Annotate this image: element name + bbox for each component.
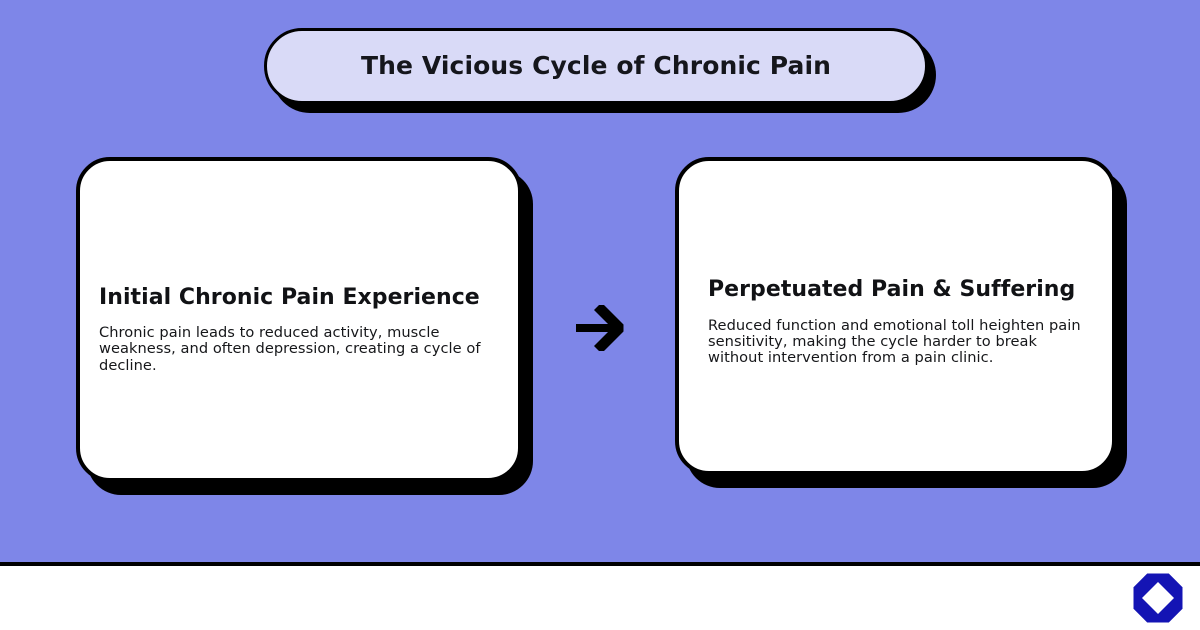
flow-step-card-2-content: Perpetuated Pain & Suffering Reduced fun… xyxy=(708,277,1094,367)
page-title-pill: The Vicious Cycle of Chronic Pain xyxy=(264,28,928,104)
flow-step-card-2-heading: Perpetuated Pain & Suffering xyxy=(708,277,1076,303)
flow-step-card-1-heading: Initial Chronic Pain Experience xyxy=(99,284,480,310)
flow-connector xyxy=(568,296,632,360)
flow-step-card-2: Perpetuated Pain & Suffering Reduced fun… xyxy=(675,157,1116,475)
footer-bar xyxy=(0,566,1200,630)
page-title: The Vicious Cycle of Chronic Pain xyxy=(360,51,832,81)
octagon-diamond-logo-icon xyxy=(1132,572,1184,624)
flow-step-card-1: Initial Chronic Pain Experience Chronic … xyxy=(76,157,522,482)
flow-step-card-2-body: Reduced function and emotional toll heig… xyxy=(708,316,1081,367)
footer-divider xyxy=(0,562,1200,566)
arrow-right-icon xyxy=(574,305,626,351)
flow-step-card-1-body: Chronic pain leads to reduced activity, … xyxy=(99,324,481,374)
flow-step-card-1-content: Initial Chronic Pain Experience Chronic … xyxy=(99,285,498,375)
